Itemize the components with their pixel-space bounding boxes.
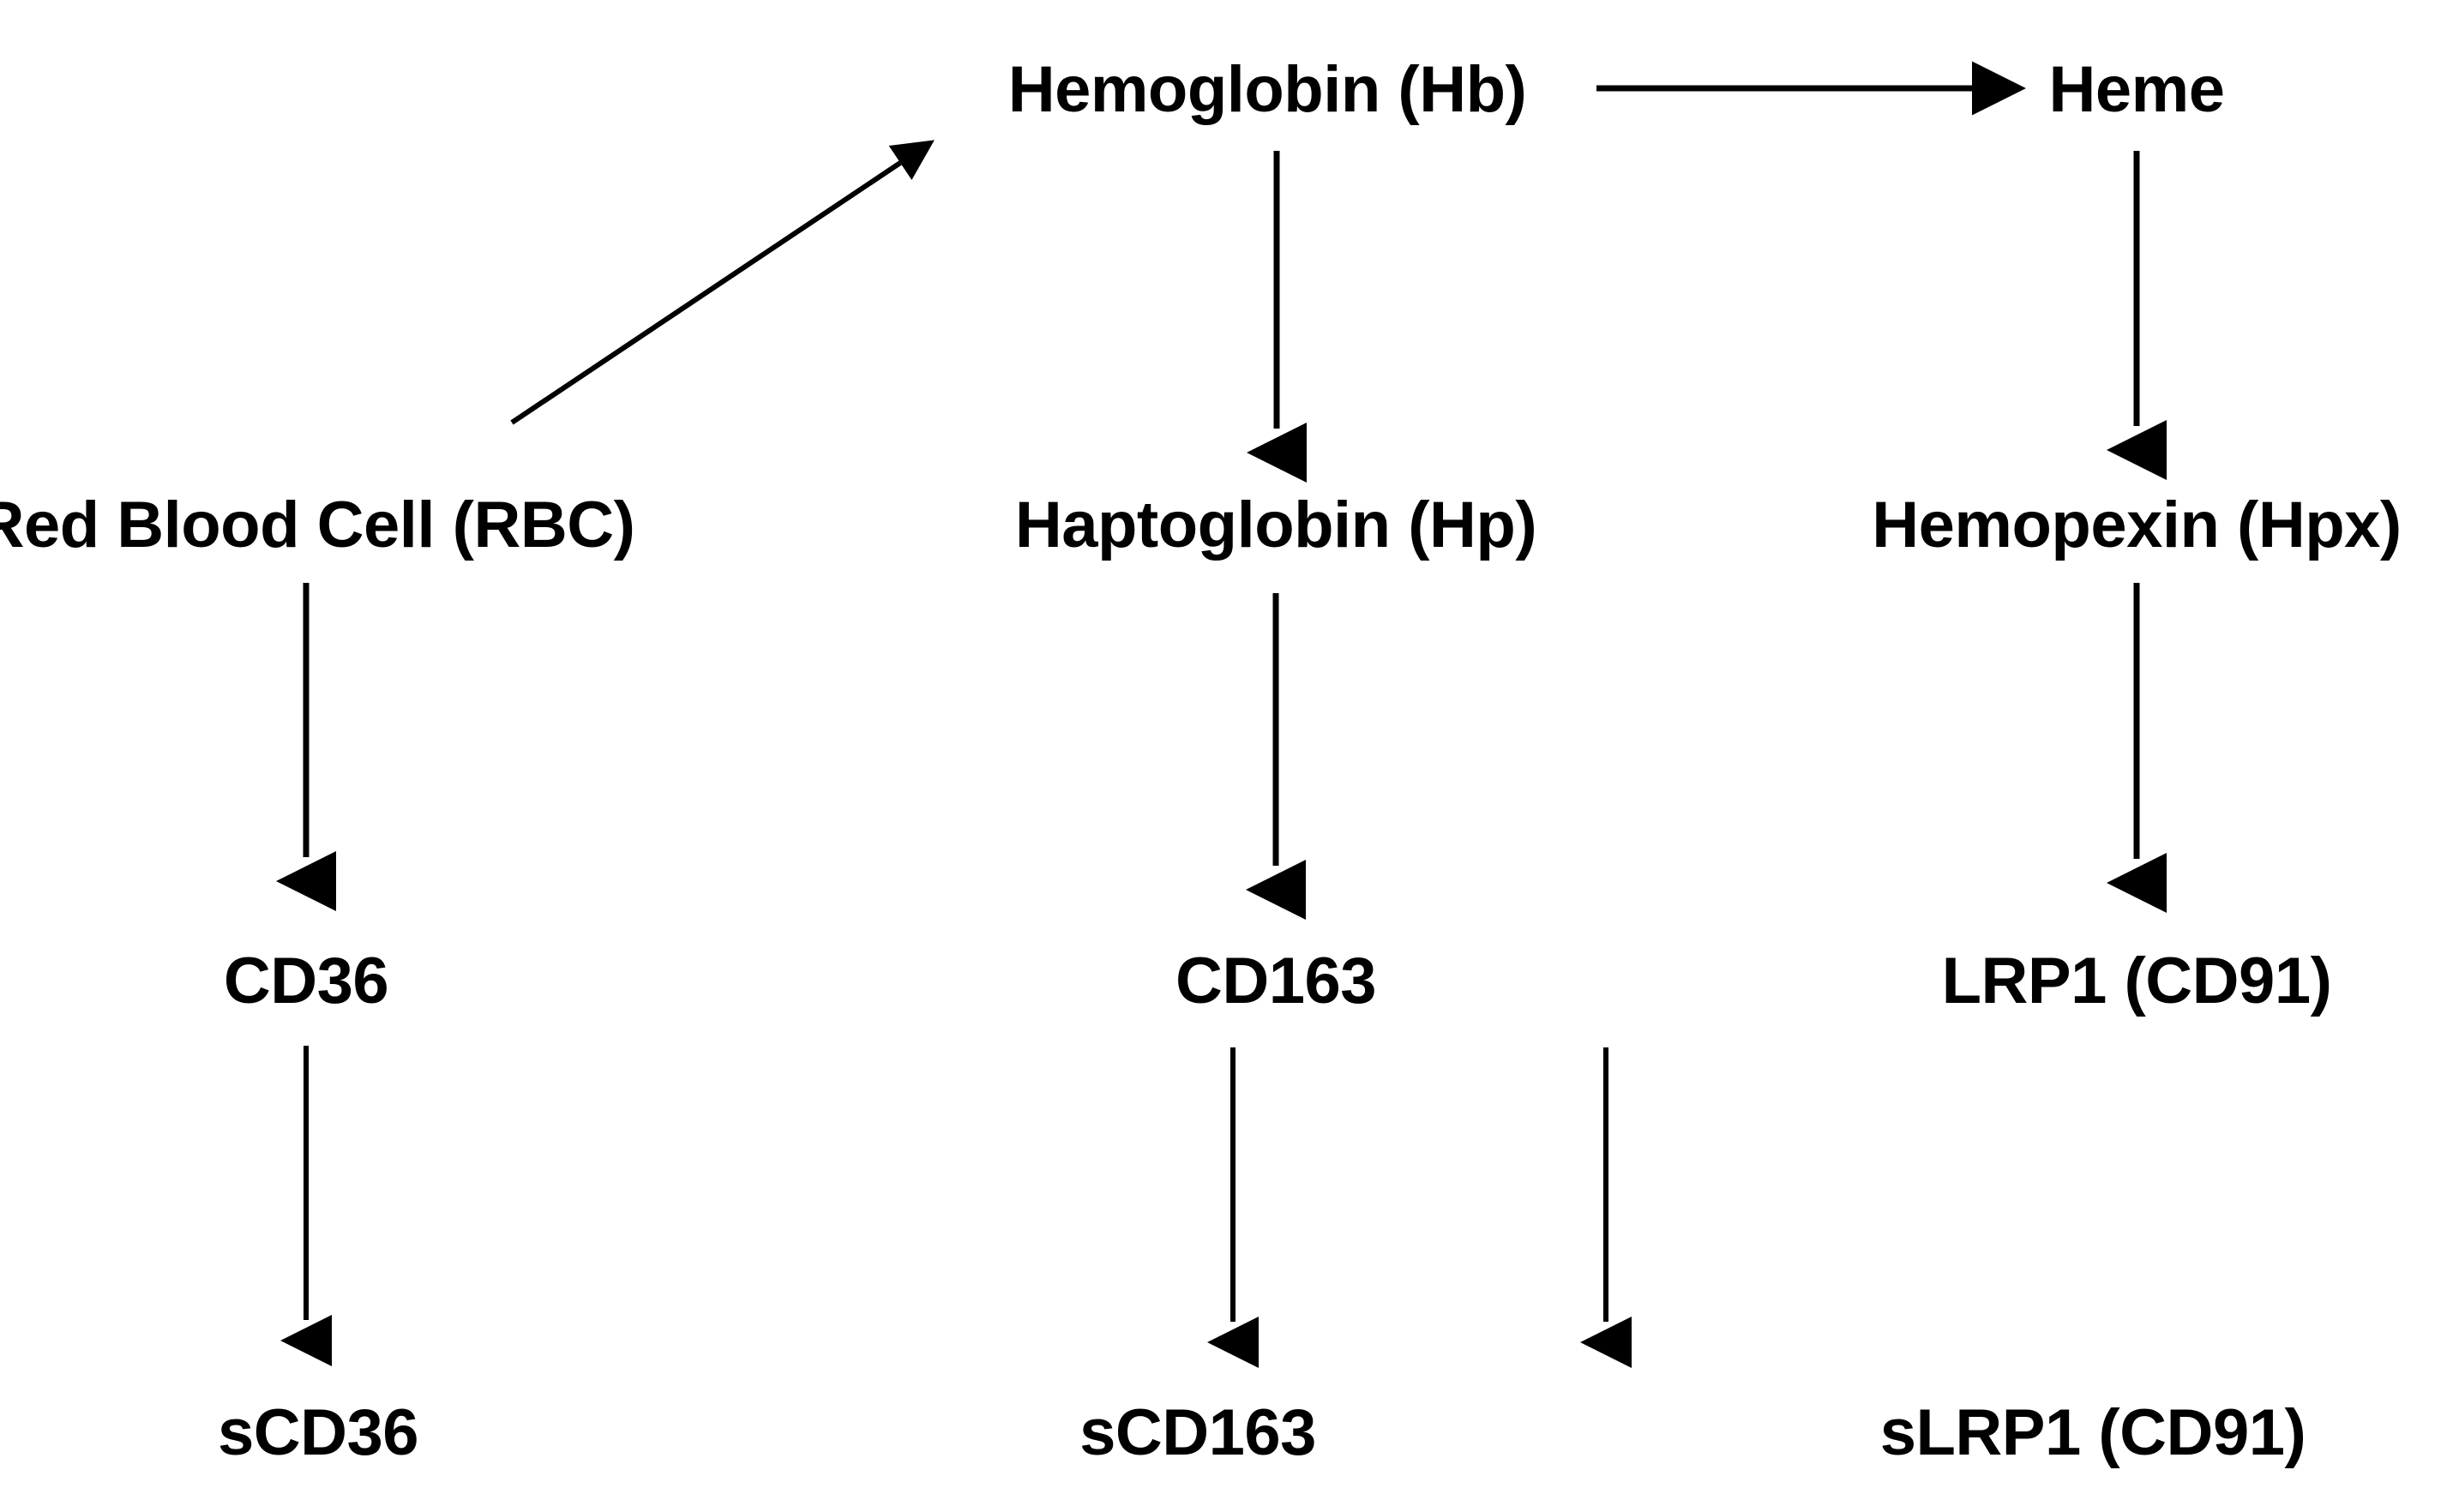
node-hemoglobin: Hemoglobin (Hb)	[1007, 53, 1527, 126]
node-scd36: sCD36	[217, 1396, 419, 1469]
node-scd163: sCD163	[1079, 1396, 1316, 1469]
node-heme: Heme	[2048, 53, 2226, 126]
node-cd163: CD163	[1175, 945, 1377, 1017]
node-cd36: CD36	[223, 945, 389, 1017]
node-red-blood-cell: Red Blood Cell (RBC)	[0, 489, 635, 561]
node-haptoglobin: Haptoglobin (Hp)	[1014, 489, 1537, 561]
node-lrp1: LRP1 (CD91)	[1941, 945, 2332, 1017]
node-slrp1: sLRP1 (CD91)	[1879, 1396, 2306, 1469]
node-hemopexin: Hemopexin (Hpx)	[1872, 489, 2402, 561]
edge-rbc-to-hemoglobin	[510, 140, 935, 425]
